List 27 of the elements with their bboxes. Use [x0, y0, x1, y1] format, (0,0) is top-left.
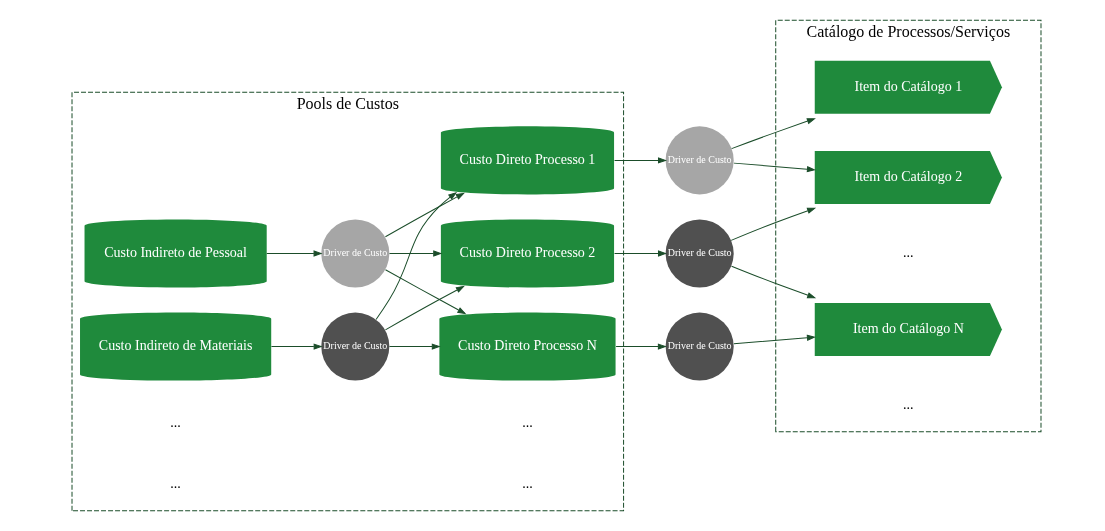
- label: ...: [903, 245, 914, 261]
- arrow: [389, 250, 442, 257]
- arrow: [614, 250, 666, 257]
- arrow: [730, 207, 816, 241]
- label: ...: [522, 415, 533, 431]
- label: ...: [522, 476, 533, 492]
- label: ...: [903, 397, 914, 413]
- label: ...: [170, 415, 181, 431]
- arrow: [266, 250, 322, 257]
- arrow: [270, 343, 322, 350]
- arrow: [614, 157, 666, 164]
- label: ...: [170, 476, 181, 492]
- node-circle: Driver de Custo: [665, 312, 734, 381]
- arrow: [615, 343, 666, 350]
- arrow: [384, 285, 465, 331]
- arrow: [385, 269, 466, 314]
- arrow: [731, 118, 815, 150]
- node-circle: Driver de Custo: [321, 312, 390, 381]
- arrow: [384, 192, 465, 238]
- arrow: [389, 343, 440, 350]
- node-circle: Driver de Custo: [665, 219, 734, 288]
- arrow: [375, 192, 457, 321]
- arrow: [733, 162, 815, 173]
- node-circle: Driver de Custo: [321, 219, 390, 288]
- arrow: [733, 334, 815, 345]
- node-circle: Driver de Custo: [665, 126, 734, 195]
- arrow: [731, 265, 816, 299]
